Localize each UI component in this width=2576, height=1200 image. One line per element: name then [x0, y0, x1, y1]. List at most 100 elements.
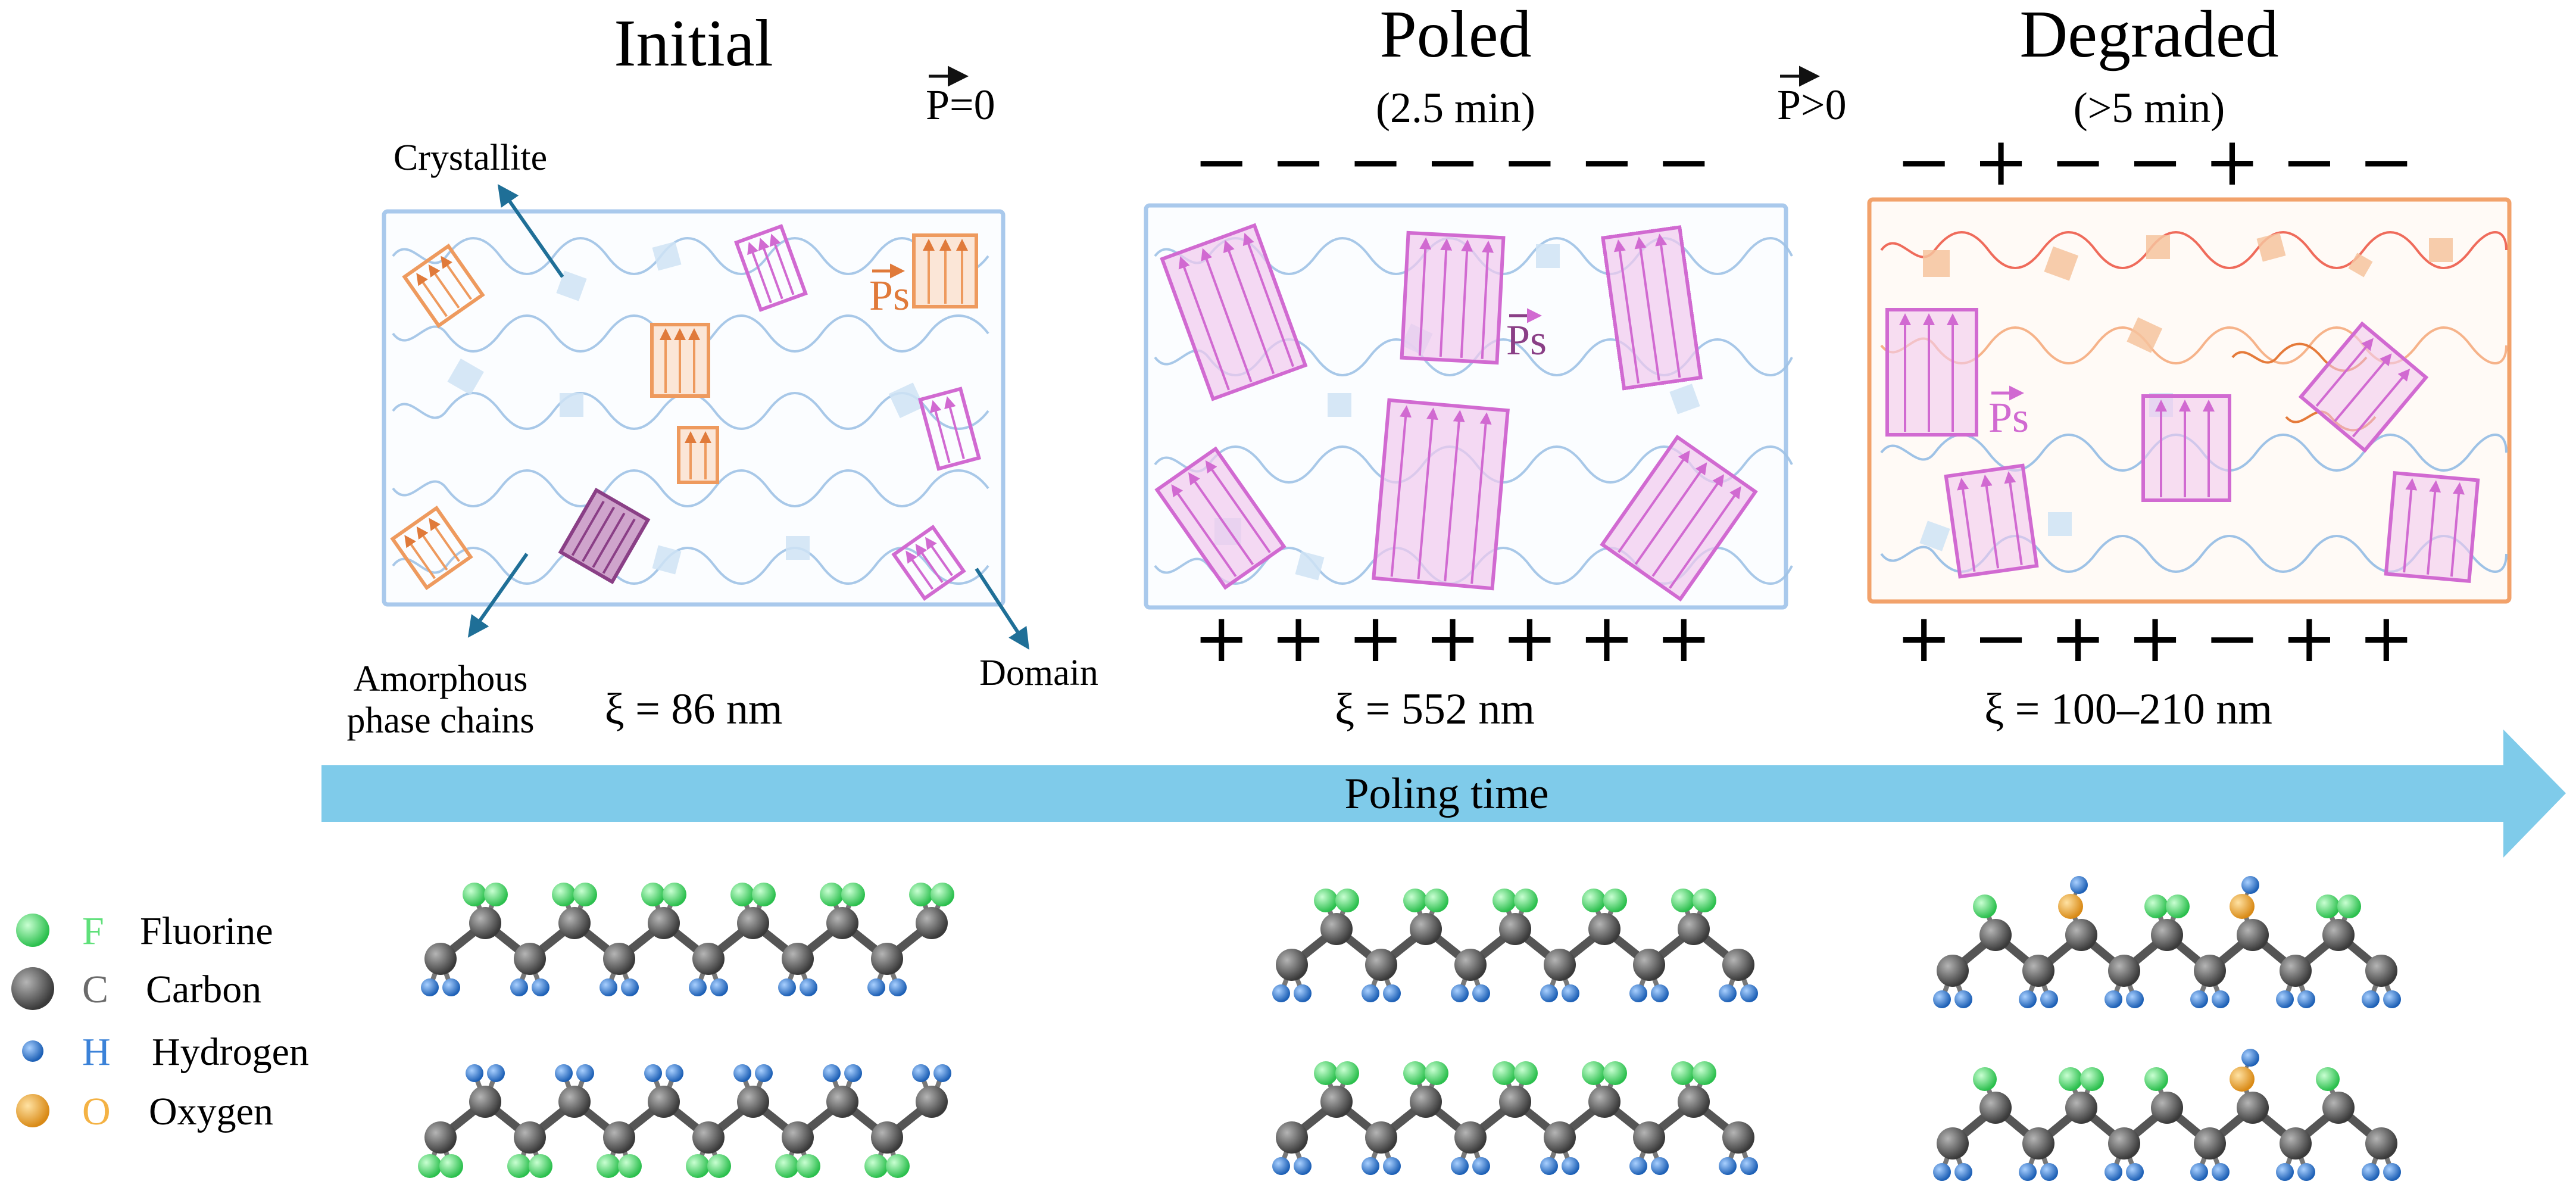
atom-H — [2362, 990, 2380, 1008]
atom-H — [2383, 990, 2401, 1008]
legend-fluorine: F Fluorine — [16, 909, 273, 953]
atom-F — [618, 1154, 642, 1178]
atom-C — [2194, 955, 2226, 987]
atom-C — [1979, 1092, 2012, 1124]
atom-C — [603, 943, 635, 975]
atom-C — [558, 1086, 591, 1118]
atom-H — [1540, 984, 1558, 1002]
domain-pink — [1600, 434, 1758, 602]
atom-C — [1633, 949, 1665, 981]
atom-F — [1671, 889, 1695, 912]
domains — [1885, 308, 2480, 584]
atom-F — [1403, 1061, 1427, 1085]
atom-H — [1540, 1157, 1558, 1175]
atom-C — [2194, 1127, 2226, 1160]
atom-F — [641, 883, 665, 906]
panel-subtitle-poled: (2.5 min) — [1376, 84, 1535, 132]
svg-text:Ps: Ps — [869, 272, 910, 319]
atom-F — [2337, 894, 2361, 918]
domain-orange — [390, 506, 473, 590]
atom-C — [737, 1086, 769, 1118]
panel-subtitle-degraded: (>5 min) — [2074, 84, 2225, 132]
svg-text:Hydrogen: Hydrogen — [152, 1030, 309, 1074]
atom-F — [1693, 889, 1716, 912]
atom-H — [2276, 1163, 2294, 1181]
legend-oxygen: O Oxygen — [16, 1090, 273, 1133]
atom-C — [2322, 1092, 2355, 1124]
atom-F — [1603, 1061, 1627, 1085]
atom-C — [1454, 949, 1487, 981]
atom-H — [1562, 1157, 1579, 1175]
chain-degraded-bottom — [1933, 1049, 2401, 1181]
atom-H — [1562, 984, 1579, 1002]
atom-C — [1544, 949, 1576, 981]
atom-F — [1671, 1061, 1695, 1085]
panel-degraded: − + − − + − − — [1867, 123, 2512, 734]
atom-C — [648, 907, 680, 939]
atom-C — [1365, 949, 1397, 981]
atom-C — [514, 1121, 546, 1154]
atom-H — [1740, 1157, 1758, 1175]
atom-H — [2241, 1049, 2259, 1067]
panel-title-degraded: Degraded — [2019, 0, 2278, 71]
atom-C — [916, 907, 948, 939]
atom-C — [692, 1121, 725, 1154]
atom-H — [867, 978, 885, 996]
atom-H — [1272, 1157, 1290, 1175]
panel-title-poled: Poled — [1379, 0, 1531, 71]
atom-H — [1362, 984, 1379, 1002]
ps-label-degraded: Ps — [1988, 385, 2029, 441]
atom-C — [2322, 919, 2355, 951]
domain-pink — [1154, 446, 1287, 590]
atom-H — [2040, 1163, 2058, 1181]
atom-C — [692, 943, 725, 975]
atom-C — [424, 943, 457, 975]
atom-F — [797, 1154, 820, 1178]
atom-C — [1410, 913, 1442, 945]
atom-C — [1633, 1121, 1665, 1154]
material-box — [382, 209, 1006, 607]
svg-text:H: H — [82, 1030, 111, 1074]
domain-pink — [917, 387, 982, 471]
domain-pink — [1372, 398, 1510, 591]
xi-initial: ξ = 86 nm — [605, 685, 783, 734]
atom-F — [1603, 889, 1627, 912]
svg-text:C: C — [82, 968, 108, 1011]
chain-poled-bottom — [1272, 1061, 1758, 1175]
atom-H — [755, 1064, 773, 1082]
domain-purple — [558, 487, 651, 585]
xi-poled: ξ = 552 nm — [1335, 685, 1535, 734]
atom-F — [663, 883, 686, 906]
atom-H — [510, 978, 528, 996]
atom-H — [710, 978, 728, 996]
atom-F — [841, 883, 865, 906]
atom-C — [871, 1121, 903, 1154]
atom-H — [1954, 1163, 1972, 1181]
atom-C — [737, 907, 769, 939]
panel-title-initial: Initial — [614, 7, 773, 80]
atom-F — [1492, 889, 1516, 912]
atom-F — [507, 1154, 531, 1178]
panel-initial: Ps Crystallite Amorphous phase chains Do… — [346, 138, 1098, 741]
atom-F — [864, 1154, 888, 1178]
atom-H — [2104, 990, 2122, 1008]
atom-H — [466, 1064, 483, 1082]
atom-H — [1933, 1163, 1951, 1181]
atom-H — [2126, 990, 2144, 1008]
domain-orange — [912, 233, 978, 308]
atom-H — [933, 1064, 951, 1082]
atom-F — [1314, 889, 1338, 912]
atom-H — [2362, 1163, 2380, 1181]
atom-F — [1582, 889, 1606, 912]
atom-H — [2070, 876, 2088, 894]
atom-C — [2022, 955, 2054, 987]
polarization-label-poled: P>0 — [1777, 66, 1847, 129]
atom-H — [576, 1064, 594, 1082]
atom-C — [782, 1121, 814, 1154]
atom-H — [1719, 1157, 1737, 1175]
domain-pink — [1944, 463, 2039, 579]
atom-H — [1294, 984, 1312, 1002]
atom-C — [558, 907, 591, 939]
domain-pink — [734, 224, 808, 312]
